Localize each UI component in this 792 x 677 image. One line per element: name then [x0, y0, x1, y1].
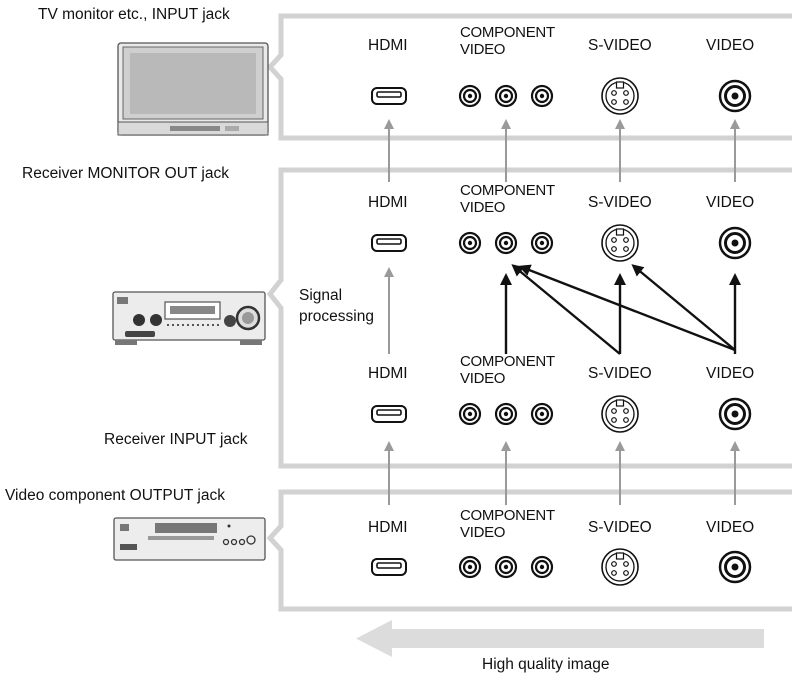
svideo-label: S-VIDEO: [588, 519, 652, 536]
component-jack: [530, 555, 554, 579]
hdmi-label: HDMI: [368, 519, 408, 536]
tv-section-label: TV monitor etc., INPUT jack: [38, 6, 230, 23]
component-jack: [494, 231, 518, 255]
tv-monitor-icon: [117, 42, 269, 136]
svideo-jack: [601, 224, 639, 262]
receiver-input-label: Receiver INPUT jack: [104, 431, 248, 448]
signal-processing-line1: Signal: [299, 287, 343, 304]
hdmi-jack: [371, 87, 407, 105]
signal-processing-line2: processing: [299, 308, 374, 325]
video-jack: [718, 79, 752, 113]
component-jack: [458, 84, 482, 108]
component-jack: [494, 555, 518, 579]
source-section-box: [266, 489, 792, 612]
high-quality-arrow: [356, 620, 764, 657]
component-jack: [458, 555, 482, 579]
hdmi-jack: [371, 234, 407, 252]
video-component-icon: [113, 517, 266, 561]
video-label: VIDEO: [706, 365, 755, 382]
video-component-label: Video component OUTPUT jack: [5, 487, 225, 504]
video-jack: [718, 226, 752, 260]
hdmi-label: HDMI: [368, 194, 408, 211]
video-label: VIDEO: [706, 194, 755, 211]
component-jack: [458, 402, 482, 426]
hdmi-label: HDMI: [368, 37, 408, 54]
video-jack: [718, 550, 752, 584]
hdmi-jack: [371, 405, 407, 423]
gray-arrows: [384, 119, 740, 505]
receiver-icon: [112, 291, 266, 345]
video-jack: [718, 397, 752, 431]
tv-section-box: [266, 13, 792, 141]
svideo-jack: [601, 395, 639, 433]
svideo-label: S-VIDEO: [588, 365, 652, 382]
upconversion-arrows: [500, 264, 741, 355]
component-jack: [530, 402, 554, 426]
component-jack: [458, 231, 482, 255]
component-jack: [494, 84, 518, 108]
svideo-jack: [601, 77, 639, 115]
svideo-label: S-VIDEO: [588, 194, 652, 211]
component-jack: [494, 402, 518, 426]
hdmi-jack: [371, 558, 407, 576]
receiver-section-box: [266, 167, 792, 469]
video-label: VIDEO: [706, 519, 755, 536]
high-quality-label: High quality image: [482, 656, 610, 673]
component-jack: [530, 231, 554, 255]
receiver-monitor-out-label: Receiver MONITOR OUT jack: [22, 165, 229, 182]
video-label: VIDEO: [706, 37, 755, 54]
svideo-jack: [601, 548, 639, 586]
hdmi-label: HDMI: [368, 365, 408, 382]
svideo-label: S-VIDEO: [588, 37, 652, 54]
component-jack: [530, 84, 554, 108]
